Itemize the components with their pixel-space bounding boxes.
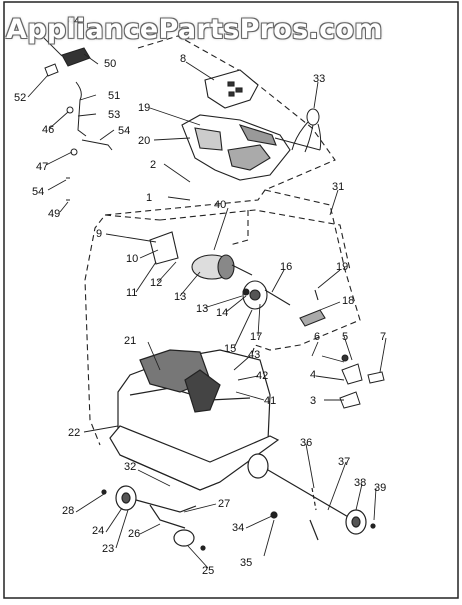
watermark: AppliancePartsPros.com [6,14,383,45]
part-40-motor-assembly [149,231,326,327]
part-5-bracket-group [339,354,385,409]
callout-28: 27 [218,498,230,510]
callout-14: 14 [216,307,228,319]
callout-21: 20 [138,135,150,147]
callout-23: 22 [68,427,80,439]
callout-31: 31 [332,181,344,193]
part-23-base-plate [109,425,280,491]
callout-25: 24 [92,525,104,537]
callout-46: 46 [42,124,54,136]
callout-1: 1 [146,192,152,204]
callout-49: 50 [104,58,116,70]
callout-33: 33 [313,73,325,85]
callout-29: 28 [62,505,74,517]
callout-41: 41 [264,395,276,407]
part-24-wheel [101,485,376,551]
callout-54: 54 [32,186,44,198]
callout-6: 6 [314,331,320,343]
callout-48: 49 [48,208,60,220]
callout-17: 17 [250,331,262,343]
callout-5: 5 [342,331,348,343]
callout-27: 26 [128,528,140,540]
callout-26: 25 [202,565,214,577]
callout-4: 4 [310,369,316,381]
callout-9: 9 [96,228,102,240]
callout-43: 43 [248,349,260,361]
callout-13b: 13 [196,303,208,315]
callout-7: 7 [380,331,386,343]
callout-36: 36 [300,437,312,449]
part-20-housing [181,114,291,181]
callout-labels: 44 50 52 51 53 54 46 47 54 49 1 2 19 20 … [14,15,386,577]
callout-52: 53 [108,109,120,121]
callout-18: 18 [342,295,354,307]
callout-51: 52 [14,92,26,104]
part-36-axle [247,453,367,541]
callout-16: 16 [280,261,292,273]
part-8-cover [204,69,259,109]
part-33-cord [274,108,322,153]
callout-22: 21 [124,335,136,347]
callout-34: 34 [232,522,244,534]
callout-40: 40 [214,199,226,211]
callout-39: 39 [374,482,386,494]
callout-8: 8 [180,53,186,65]
callout-11: 11 [126,287,137,299]
callout-35: 35 [240,557,252,569]
callout-38: 38 [354,477,366,489]
callout-24: 23 [102,543,114,555]
callout-44: 44 [68,15,80,27]
callout-12: 12 [150,277,162,289]
callout-3: 3 [310,395,316,407]
assembly-outlines [84,35,361,446]
callout-42: 42 [256,370,268,382]
callout-53: 54 [118,125,130,137]
callout-32: 32 [124,461,136,473]
leader-lines [27,37,387,569]
callout-47: 47 [36,161,48,173]
callout-19: 19 [336,261,348,273]
callout-20: 19 [138,102,150,114]
callout-10: 10 [126,253,138,265]
part-22-base-body [117,349,271,469]
callout-13a: 13 [174,291,186,303]
callout-15: 15 [224,343,236,355]
callout-37: 37 [338,456,350,468]
callout-2: 2 [150,159,156,171]
diagram-frame [3,1,459,599]
callout-50: 51 [108,90,120,102]
